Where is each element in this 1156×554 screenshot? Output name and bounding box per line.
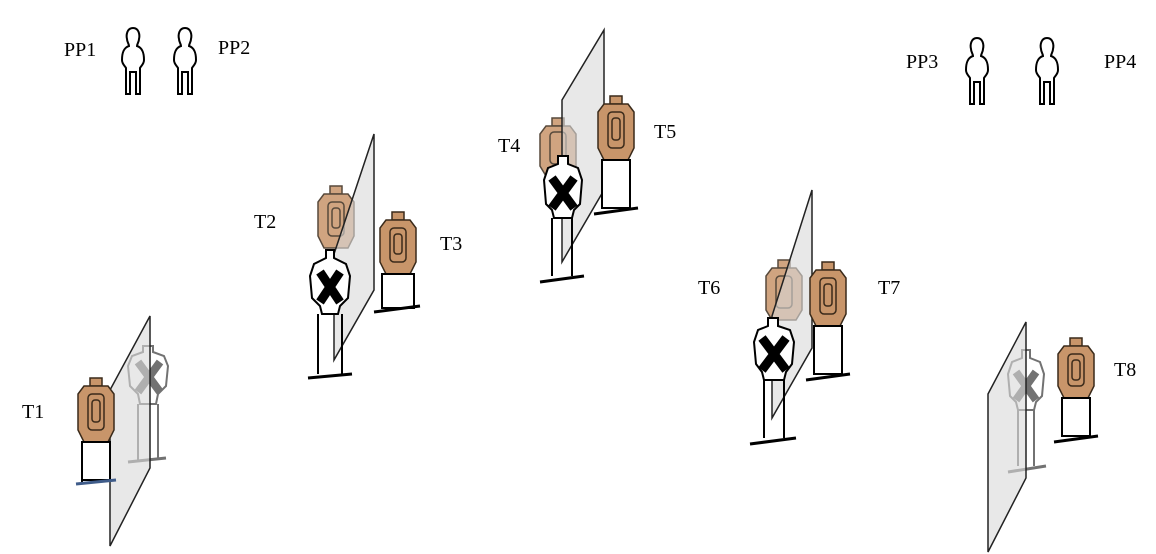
- pp3-label: PP3: [906, 51, 938, 73]
- shoot-target: [373, 211, 421, 314]
- shooter-silhouette-icon: [1035, 37, 1059, 105]
- shoot-target: [1053, 337, 1099, 444]
- shoot-target: [75, 377, 117, 486]
- shooting-position-pp3: PP3: [906, 37, 989, 105]
- no-shoot-target: [539, 155, 585, 284]
- target-group-t8: T8: [987, 321, 1136, 553]
- hard-cover-panel: [109, 315, 151, 547]
- target-group-t4-t5: T4 T5: [498, 27, 676, 284]
- target-group-t2-t3: T2 T3: [254, 133, 462, 380]
- t4-label: T4: [498, 135, 520, 157]
- no-shoot-target: [749, 317, 797, 446]
- x-mark-icon: [548, 175, 578, 211]
- pp1-label: PP1: [64, 39, 96, 61]
- shooting-position-pp4: PP4: [1035, 37, 1136, 105]
- shoot-target: [593, 95, 639, 216]
- target-group-t6-t7: T6 T7: [698, 189, 900, 446]
- shooting-position-pp1: PP1: [64, 27, 145, 95]
- hard-cover-panel: [987, 321, 1027, 553]
- shooter-silhouette-icon: [121, 27, 145, 95]
- t6-label: T6: [698, 277, 720, 299]
- shooting-position-pp2: PP2: [173, 27, 250, 95]
- target-group-t1: T1: [22, 315, 170, 547]
- shooter-silhouette-icon: [965, 37, 989, 105]
- t2-label: T2: [254, 211, 276, 233]
- t3-label: T3: [440, 233, 462, 255]
- x-mark-icon: [758, 335, 790, 373]
- shooter-silhouette-icon: [173, 27, 197, 95]
- x-mark-icon: [316, 269, 344, 305]
- pp2-label: PP2: [218, 37, 250, 59]
- t5-label: T5: [654, 121, 676, 143]
- shoot-target: [805, 261, 851, 382]
- t8-label: T8: [1114, 359, 1136, 381]
- t1-label: T1: [22, 401, 44, 423]
- t7-label: T7: [878, 277, 900, 299]
- hard-cover-panel: [333, 133, 375, 363]
- pp4-label: PP4: [1104, 51, 1136, 73]
- hard-cover-panel: [771, 189, 813, 421]
- no-shoot-target: [307, 249, 353, 380]
